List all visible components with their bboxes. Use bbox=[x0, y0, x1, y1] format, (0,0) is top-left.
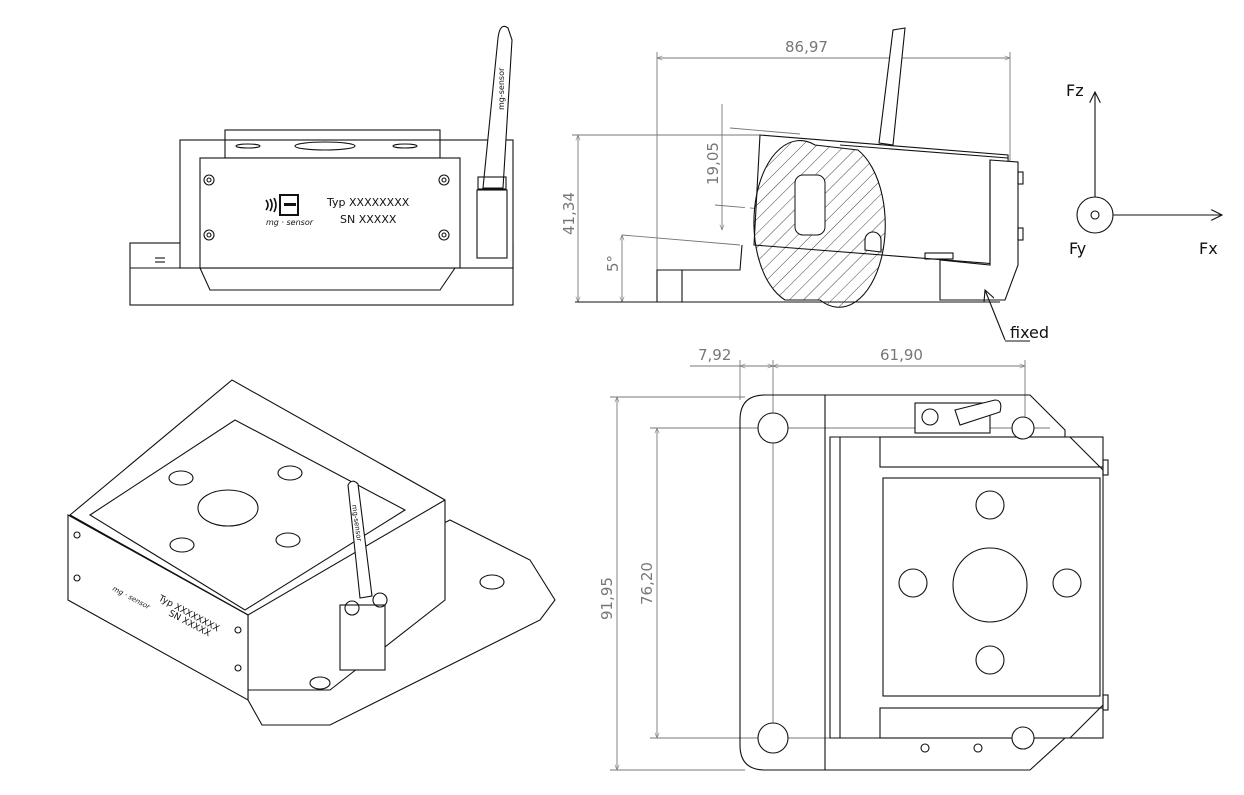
cable-text: mg-sensor bbox=[497, 67, 506, 110]
dim-overall: 91,95 bbox=[598, 577, 616, 620]
dim-spacing: 61,90 bbox=[880, 346, 923, 364]
fy-axis-icon bbox=[1076, 196, 1114, 234]
dim-length: 86,97 bbox=[785, 38, 828, 56]
dim-edge: 7,92 bbox=[698, 346, 731, 364]
side-cable bbox=[878, 27, 906, 146]
dim-center: 19,05 bbox=[704, 142, 722, 185]
dim-holes: 76,20 bbox=[638, 562, 656, 605]
front-view: mg · sensor Typ XXXXXXXX SN XXXXX mg-sen… bbox=[129, 25, 514, 306]
fx-label: Fx bbox=[1199, 239, 1218, 258]
serial-label: SN XXXXX bbox=[340, 213, 397, 226]
force-axes: Fz Fy Fx bbox=[1066, 81, 1222, 258]
side-view: 86,97 41,34 19,05 5° fixed bbox=[560, 27, 1049, 342]
dim-angle: 5° bbox=[604, 255, 622, 272]
isometric-view: mg · sensor Typ XXXXXXXX SN XXXXX mg-sen… bbox=[67, 379, 556, 726]
fixed-label: fixed bbox=[1010, 323, 1049, 342]
top-view: 7,92 61,90 91,95 76,20 bbox=[598, 346, 1109, 771]
dim-height: 41,34 bbox=[560, 192, 578, 235]
type-label: Typ XXXXXXXX bbox=[326, 196, 410, 209]
fz-label: Fz bbox=[1066, 81, 1084, 100]
fy-label: Fy bbox=[1069, 239, 1086, 258]
cable bbox=[482, 25, 513, 189]
logo-text: mg · sensor bbox=[266, 218, 314, 227]
mg-sensor-logo: mg · sensor bbox=[265, 194, 314, 227]
